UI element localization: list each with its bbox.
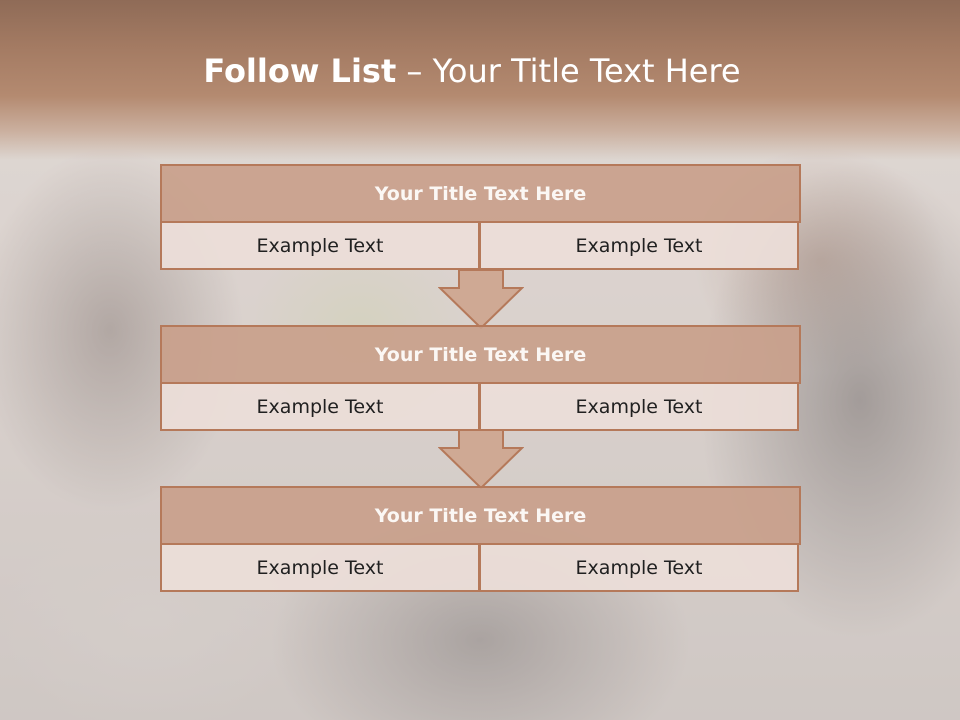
block-row: Example Text Example Text — [160, 384, 801, 433]
list-block: Your Title Text Here Example Text Exampl… — [160, 486, 801, 594]
block-cell-left: Example Text — [160, 223, 480, 270]
block-header: Your Title Text Here — [160, 325, 801, 384]
block-cell-left: Example Text — [160, 384, 480, 431]
slide-title-bold: Follow List — [203, 52, 397, 90]
slide-title-subtitle: – Your Title Text Here — [396, 52, 741, 90]
block-cell-right: Example Text — [479, 384, 799, 431]
block-row: Example Text Example Text — [160, 545, 801, 594]
slide-title: Follow List – Your Title Text Here — [0, 52, 944, 90]
list-block: Your Title Text Here Example Text Exampl… — [160, 325, 801, 433]
list-block: Your Title Text Here Example Text Exampl… — [160, 164, 801, 272]
block-row: Example Text Example Text — [160, 223, 801, 272]
title-band — [0, 0, 960, 160]
down-arrow-icon — [438, 430, 524, 490]
block-cell-right: Example Text — [479, 545, 799, 592]
block-header: Your Title Text Here — [160, 486, 801, 545]
down-arrow-icon — [438, 270, 524, 330]
block-header: Your Title Text Here — [160, 164, 801, 223]
block-cell-left: Example Text — [160, 545, 480, 592]
block-cell-right: Example Text — [479, 223, 799, 270]
